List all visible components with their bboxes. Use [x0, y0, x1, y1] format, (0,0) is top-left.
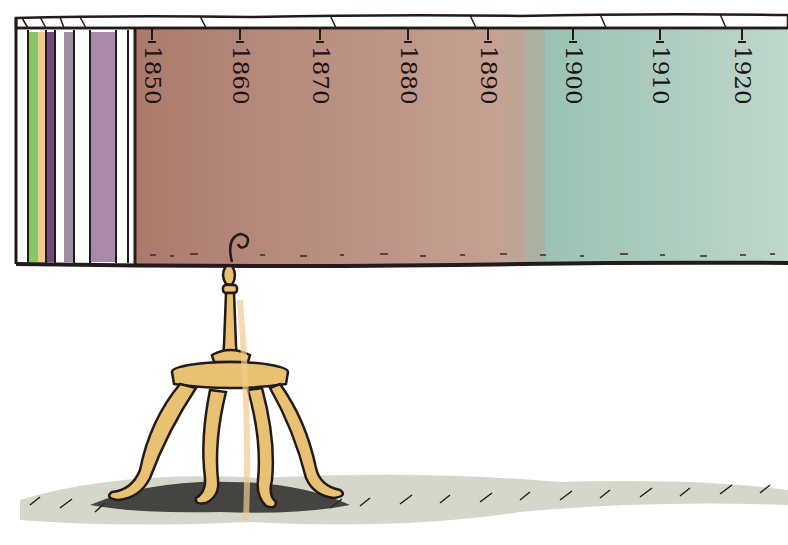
- stripe-purple: [46, 32, 55, 262]
- stripe-lavender: [90, 32, 116, 262]
- year-label: 1870: [309, 46, 332, 105]
- year-label: 1860: [229, 46, 252, 105]
- year-label: 1890: [477, 46, 500, 105]
- year-label: 1920: [731, 46, 754, 105]
- stand: [109, 234, 343, 507]
- stripe-peach: [38, 32, 46, 262]
- year-label: 1850: [141, 46, 164, 105]
- stripe-green: [28, 32, 38, 262]
- band-teal: [525, 28, 788, 264]
- year-label: 1910: [649, 46, 672, 105]
- band-blend: [505, 28, 545, 264]
- tick-marks: [148, 28, 746, 42]
- stripe-grey: [64, 32, 74, 262]
- banner-bottom: [16, 263, 788, 266]
- year-label: 1900: [562, 46, 585, 105]
- year-label: 1880: [397, 46, 420, 105]
- banner-top: [16, 14, 788, 28]
- band-brown: [135, 28, 535, 264]
